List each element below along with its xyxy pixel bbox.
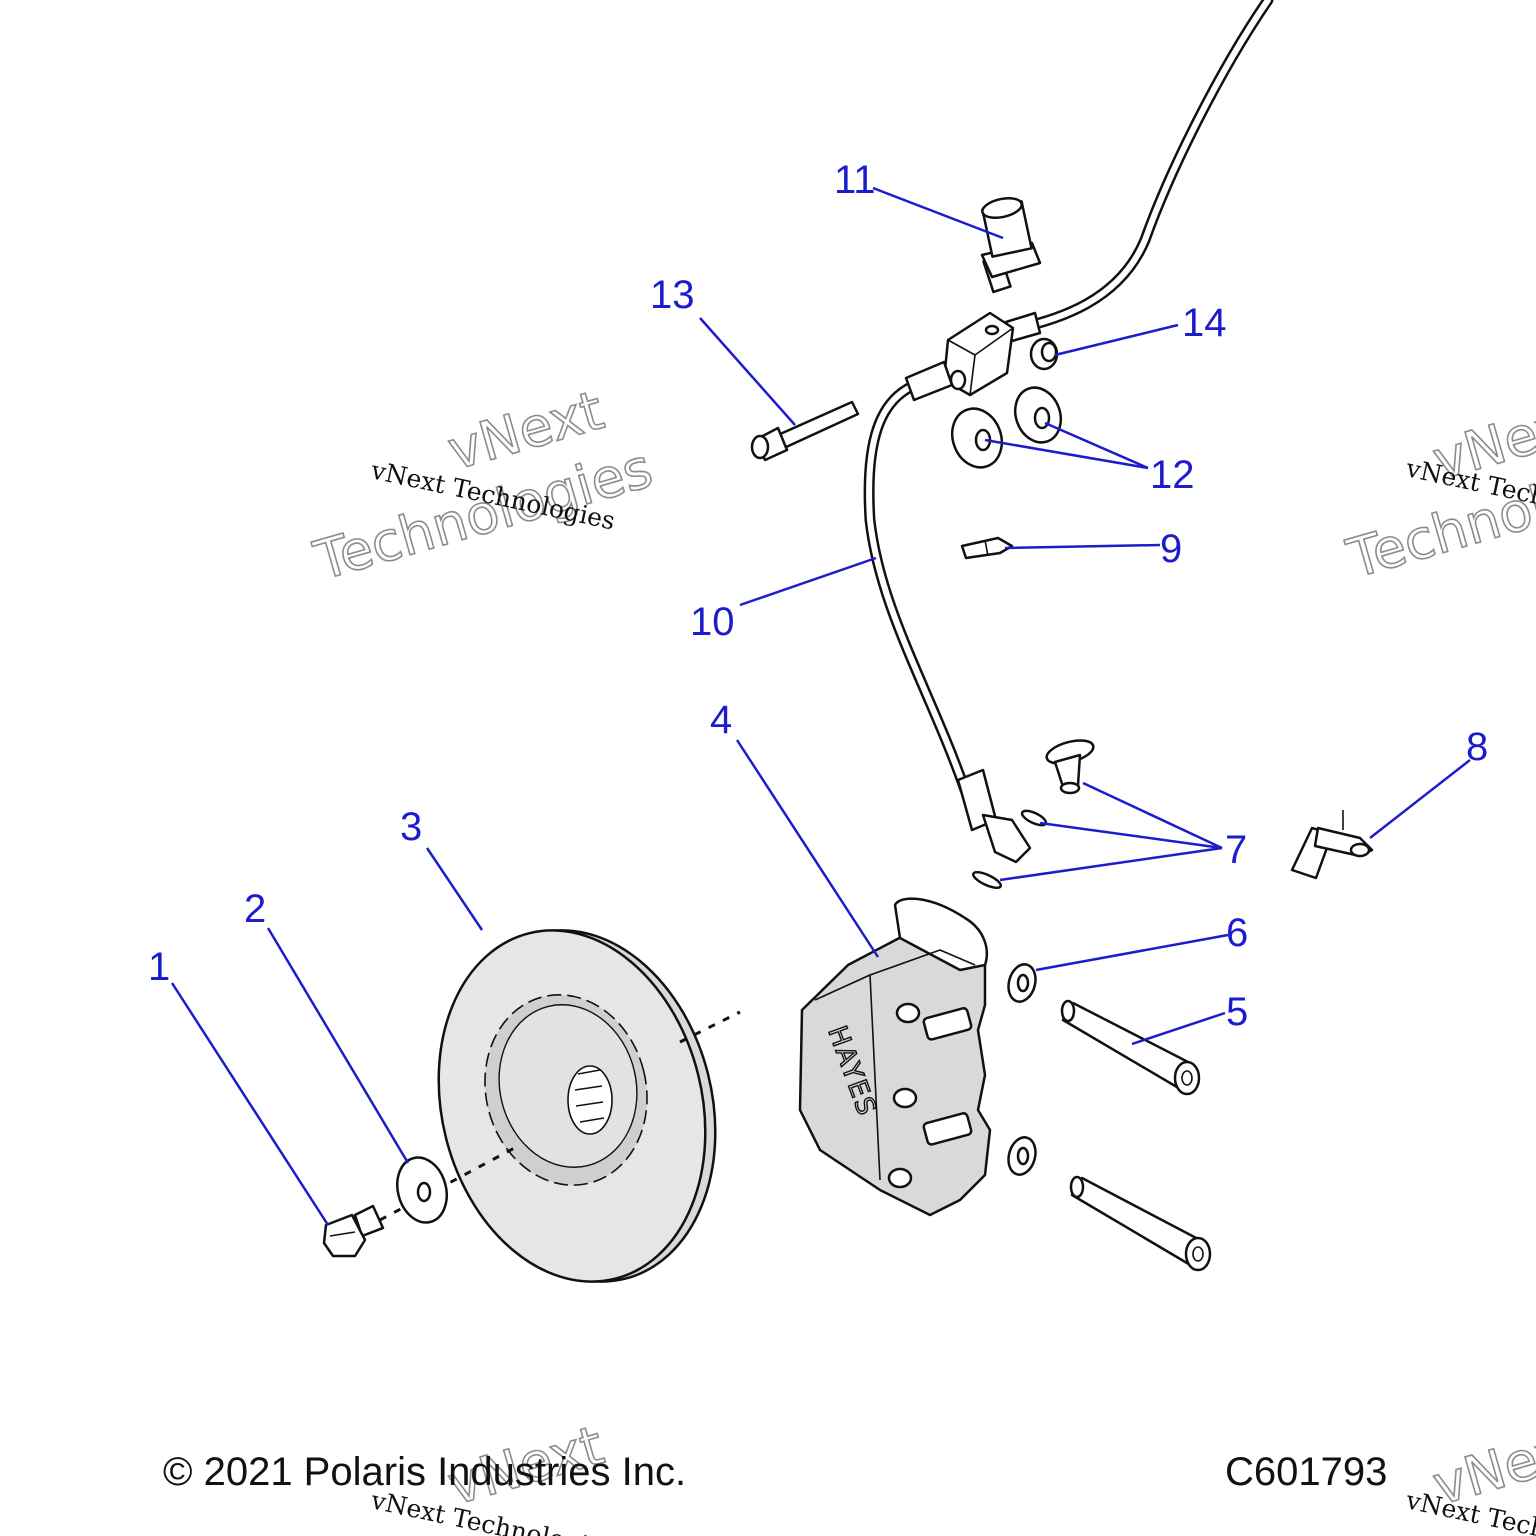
part-1-bolt bbox=[322, 1204, 385, 1258]
callout-13: 13 bbox=[650, 273, 695, 317]
callout-leaders bbox=[170, 186, 1471, 1226]
callout-11: 11 bbox=[834, 158, 876, 202]
callout-labels: 1 2 3 4 5 6 7 8 9 10 11 12 13 14 bbox=[148, 158, 1488, 1034]
callout-1: 1 bbox=[148, 945, 170, 989]
callout-7: 7 bbox=[1225, 828, 1247, 872]
copyright-text: © 2021 Polaris Industries Inc. bbox=[163, 1450, 686, 1494]
watermark-right: vNext Technologies vNext Technologies bbox=[1339, 388, 1536, 592]
callout-6: 6 bbox=[1226, 911, 1248, 955]
callout-14: 14 bbox=[1182, 301, 1227, 345]
callout-9: 9 bbox=[1160, 527, 1182, 571]
callout-10: 10 bbox=[690, 600, 735, 644]
part-4-caliper: HAYES bbox=[798, 897, 992, 1217]
part-8-sensor bbox=[1290, 810, 1374, 880]
callout-3: 3 bbox=[400, 805, 422, 849]
callout-2: 2 bbox=[244, 887, 266, 931]
brake-line bbox=[863, 0, 1274, 864]
part-13-bolt bbox=[750, 400, 860, 462]
part-5-pins bbox=[1060, 999, 1212, 1272]
part-9-clip bbox=[960, 536, 1014, 560]
part-2-washer bbox=[396, 1156, 448, 1224]
part-11-banjo-fitting bbox=[980, 197, 1042, 294]
part-6-washers bbox=[1007, 963, 1037, 1176]
part-12-washers bbox=[950, 386, 1063, 469]
callout-5: 5 bbox=[1226, 990, 1248, 1034]
callout-4: 4 bbox=[710, 698, 732, 742]
part-14-nut bbox=[1029, 337, 1059, 371]
callout-12: 12 bbox=[1150, 453, 1195, 497]
part-7-banjo-bolt bbox=[971, 739, 1095, 890]
figure-code: C601793 bbox=[1225, 1450, 1387, 1494]
watermark-top-left: vNext Technologies vNext Technologies bbox=[306, 378, 659, 594]
part-3-brake-rotor bbox=[437, 929, 717, 1283]
callout-8: 8 bbox=[1466, 725, 1488, 769]
